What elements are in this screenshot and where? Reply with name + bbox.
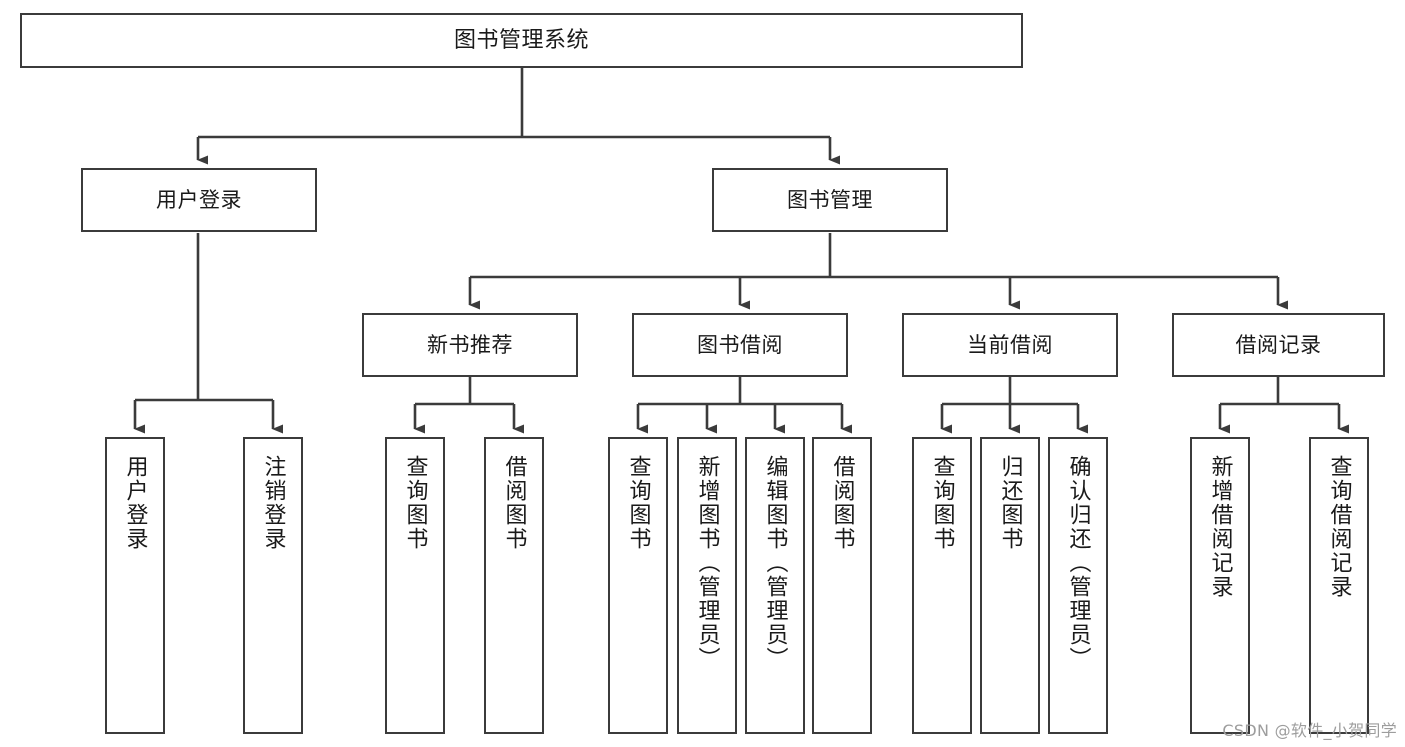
node-root-system[interactable]: 图书管理系统 (20, 13, 1023, 68)
node-leaf-borrow-book-recommend-label: 借阅图书 (501, 455, 527, 551)
node-leaf-add-borrow-record[interactable]: 新增借阅记录 (1190, 437, 1250, 734)
node-book-borrow-label: 图书借阅 (697, 332, 783, 357)
node-leaf-logout[interactable]: 注销登录 (243, 437, 303, 734)
node-book-management-label: 图书管理 (787, 187, 873, 212)
node-leaf-user-login[interactable]: 用户登录 (105, 437, 165, 734)
node-user-login-label: 用户登录 (156, 187, 242, 212)
node-new-book-recommend-label: 新书推荐 (427, 332, 513, 357)
node-borrow-record[interactable]: 借阅记录 (1172, 313, 1385, 377)
node-leaf-add-borrow-record-label: 新增借阅记录 (1207, 455, 1233, 599)
node-leaf-query-book-current-label: 查询图书 (929, 455, 955, 551)
node-leaf-edit-book-admin-label: 编辑图书（管理员） (762, 455, 788, 671)
node-user-login[interactable]: 用户登录 (81, 168, 317, 232)
node-leaf-return-book-label: 归还图书 (997, 455, 1023, 551)
node-leaf-query-book-recommend[interactable]: 查询图书 (385, 437, 445, 734)
node-root-system-label: 图书管理系统 (453, 27, 589, 53)
node-leaf-borrow-book[interactable]: 借阅图书 (812, 437, 872, 734)
node-book-management[interactable]: 图书管理 (712, 168, 948, 232)
node-leaf-query-borrow-record-label: 查询借阅记录 (1326, 455, 1352, 599)
node-leaf-confirm-return-admin-label: 确认归还（管理员） (1065, 455, 1091, 671)
node-new-book-recommend[interactable]: 新书推荐 (362, 313, 578, 377)
node-leaf-confirm-return-admin[interactable]: 确认归还（管理员） (1048, 437, 1108, 734)
node-leaf-logout-label: 注销登录 (260, 455, 286, 551)
node-leaf-return-book[interactable]: 归还图书 (980, 437, 1040, 734)
node-leaf-borrow-book-recommend[interactable]: 借阅图书 (484, 437, 544, 734)
node-borrow-record-label: 借阅记录 (1235, 332, 1322, 357)
node-leaf-borrow-book-label: 借阅图书 (829, 455, 855, 551)
node-current-borrow[interactable]: 当前借阅 (902, 313, 1118, 377)
node-leaf-query-book-borrow-label: 查询图书 (625, 455, 651, 551)
node-book-borrow[interactable]: 图书借阅 (632, 313, 848, 377)
csdn-watermark: CSDN @软件_小贺同学 (1222, 721, 1397, 740)
node-leaf-query-borrow-record[interactable]: 查询借阅记录 (1309, 437, 1369, 734)
node-leaf-add-book-admin-label: 新增图书（管理员） (694, 455, 720, 671)
node-leaf-add-book-admin[interactable]: 新增图书（管理员） (677, 437, 737, 734)
node-leaf-query-book-recommend-label: 查询图书 (402, 455, 428, 551)
node-leaf-user-login-label: 用户登录 (122, 455, 148, 551)
node-current-borrow-label: 当前借阅 (967, 332, 1053, 357)
node-leaf-query-book-borrow[interactable]: 查询图书 (608, 437, 668, 734)
node-leaf-edit-book-admin[interactable]: 编辑图书（管理员） (745, 437, 805, 734)
node-leaf-query-book-current[interactable]: 查询图书 (912, 437, 972, 734)
